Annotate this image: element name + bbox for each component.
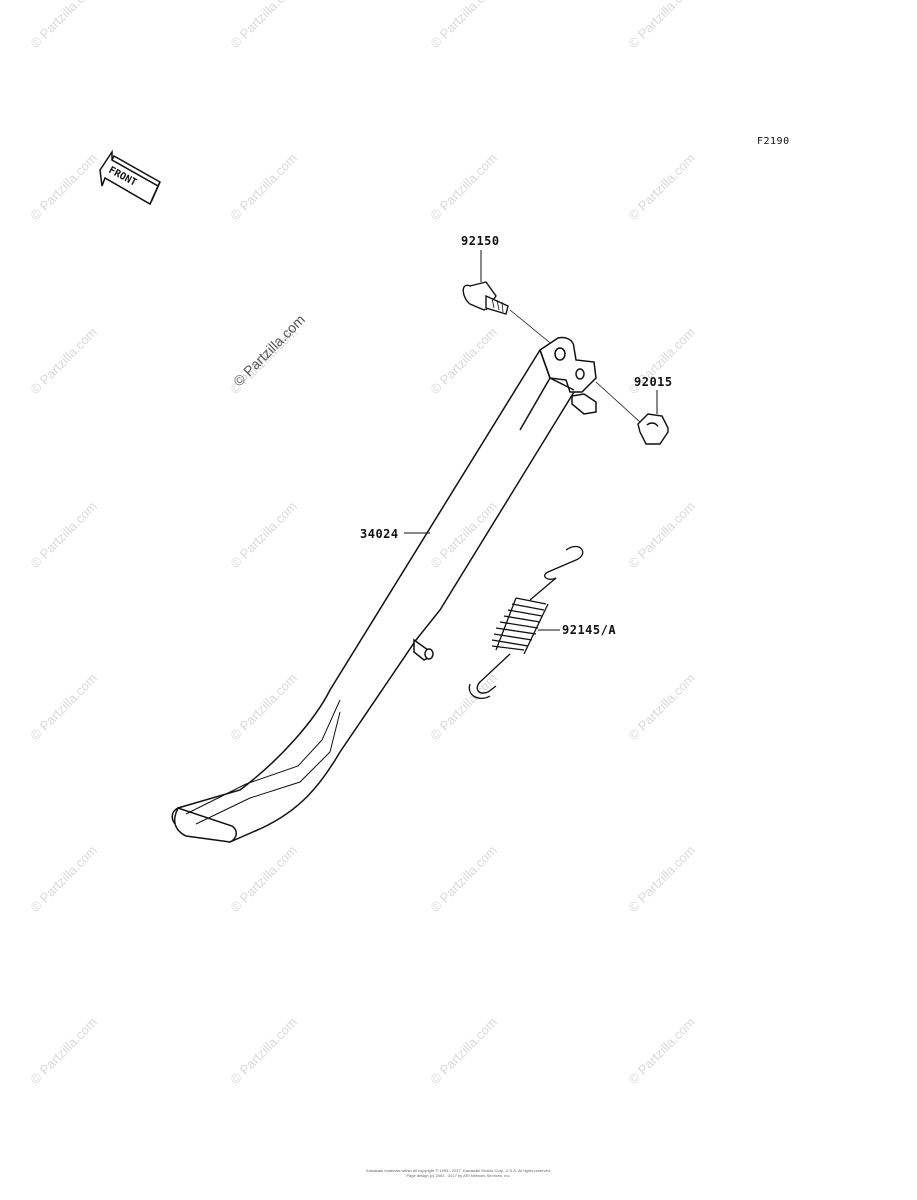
bolt-axis-line bbox=[509, 309, 555, 347]
nut-part bbox=[637, 413, 669, 445]
front-arrow-icon: FRONT bbox=[99, 149, 161, 206]
callout-bolt: 92150 bbox=[461, 234, 500, 248]
copyright-line-1: Kawasaki materials within all copyright … bbox=[365, 1168, 552, 1173]
spring-part bbox=[468, 545, 584, 699]
bolt-part bbox=[462, 281, 509, 315]
callout-nut: 92015 bbox=[634, 375, 673, 389]
copyright-notice: Kawasaki materials within all copyright … bbox=[300, 1168, 617, 1178]
figure-id: F2190 bbox=[757, 136, 790, 147]
nut-axis-line bbox=[595, 381, 641, 423]
callout-spring: 92145/A bbox=[562, 623, 617, 637]
callout-stand: 34024 bbox=[360, 527, 399, 541]
copyright-line-2: Page design (c) 2002 - 2017 by ARI Netwo… bbox=[406, 1173, 511, 1178]
side-stand-part bbox=[171, 336, 597, 843]
